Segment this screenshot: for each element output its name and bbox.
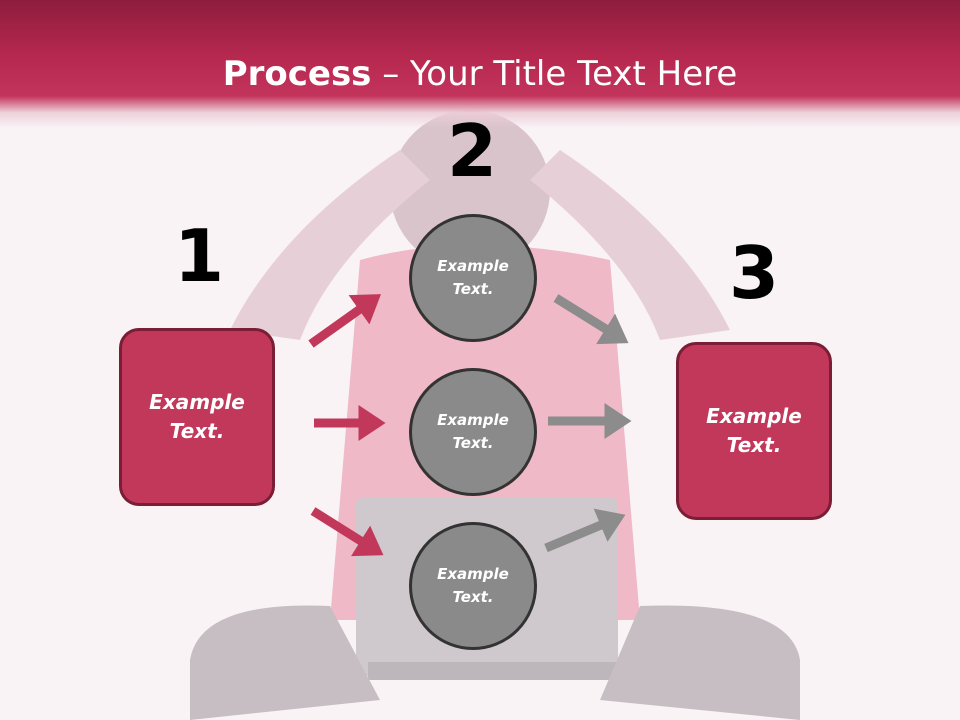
arrow-left-up (308, 294, 381, 348)
circle-top-line1: Example (437, 257, 509, 275)
step-number-1: 1 (173, 214, 225, 298)
arrow-right-down (553, 294, 629, 345)
circle-top-line2: Text. (452, 280, 494, 298)
step-number-2: 2 (446, 109, 498, 193)
left-box-line2: Text. (169, 419, 225, 443)
circle-middle-line1: Example (437, 411, 509, 429)
right-box-line2: Text. (726, 433, 782, 457)
arrow-right-up (544, 508, 626, 553)
circle-middle: Example Text. (409, 368, 537, 496)
circle-bottom-line1: Example (437, 565, 509, 583)
left-box: Example Text. (119, 328, 275, 506)
title-bar (0, 0, 960, 128)
title-rest: – Your Title Text Here (371, 54, 738, 94)
title-bold: Process (222, 54, 372, 94)
circle-bottom-line2: Text. (452, 588, 494, 606)
circle-bottom: Example Text. (409, 522, 537, 650)
arrow-left-down (310, 507, 384, 557)
left-box-line1: Example (149, 390, 245, 414)
right-box-line1: Example (706, 404, 802, 428)
step-number-3: 3 (728, 231, 780, 315)
right-box: Example Text. (676, 342, 832, 520)
slide-title: Process – Your Title Text Here (0, 52, 960, 96)
circle-middle-line2: Text. (452, 434, 494, 452)
circle-top: Example Text. (409, 214, 537, 342)
